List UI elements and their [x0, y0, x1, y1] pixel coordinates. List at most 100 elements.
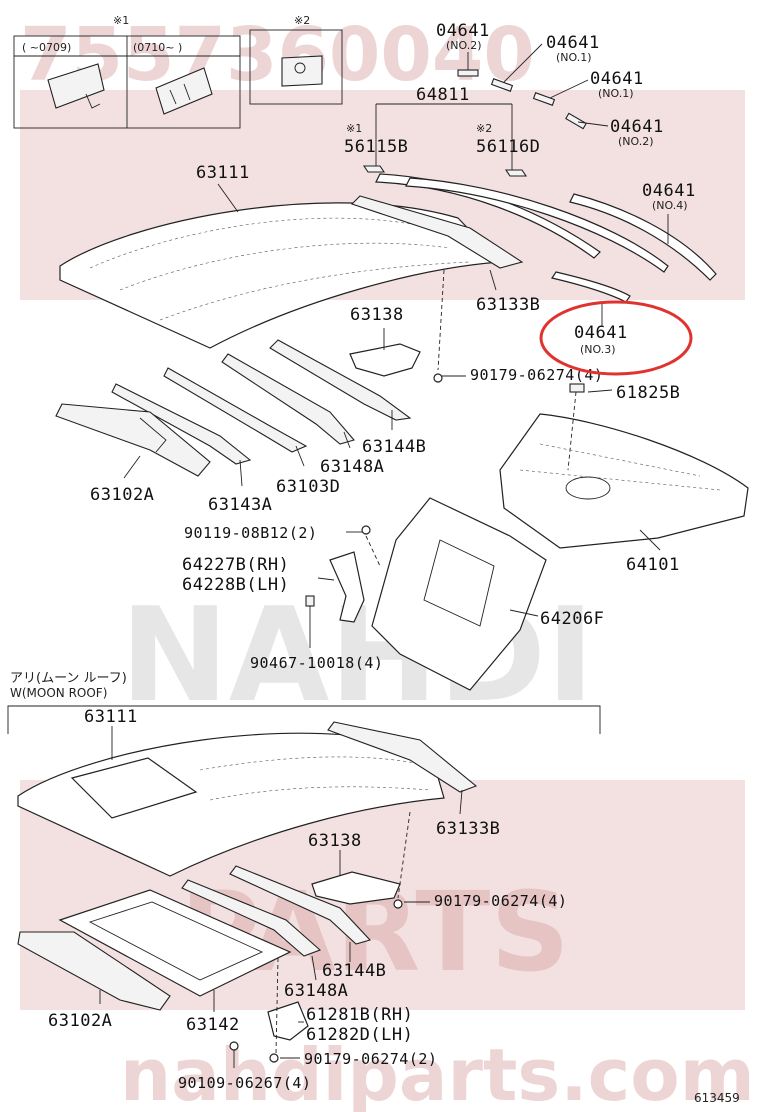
moon-rear-header	[327, 721, 478, 793]
highlight-circle	[539, 300, 693, 376]
leaders-upper	[123, 43, 669, 648]
callout-61282d: 61282D(LH)	[306, 1025, 413, 1045]
rear-header	[350, 195, 524, 269]
callout-64227b: 64227B(RH)	[182, 555, 289, 575]
callout-64228b: 64228B(LH)	[182, 575, 289, 595]
callout-63111-top: 63111	[196, 163, 250, 183]
bolt-90109-icon	[229, 1041, 239, 1051]
roof-bow-63103d	[163, 367, 308, 453]
callout-56116d-mark: ※2	[476, 122, 492, 135]
callout-56115b-mark: ※1	[346, 122, 362, 135]
callout-64101: 64101	[626, 555, 680, 575]
inset-note2-mark: ※2	[294, 14, 310, 27]
clip-no2-top-icon	[457, 69, 479, 77]
callout-63102a-bottom: 63102A	[48, 1011, 112, 1031]
roof-bow-63148a	[221, 353, 355, 445]
sunroof-frame	[58, 889, 292, 997]
nut-90179-icon	[269, 1053, 279, 1063]
clip-90467-icon	[305, 595, 315, 607]
callout-56115b: 56115B	[344, 137, 408, 157]
moon-roof-section: アリ(ムーン ルーフ) W(MOON ROOF)	[7, 671, 601, 1063]
moon-roof-bracket	[7, 705, 601, 734]
callout-63102a-top: 63102A	[90, 485, 154, 505]
inset-note2-box	[249, 29, 343, 105]
bracket-61281b	[267, 1001, 309, 1041]
front-header-63102a	[55, 403, 211, 477]
callout-64811: 64811	[416, 85, 470, 105]
figure-number: 613459	[694, 1091, 740, 1105]
callout-61281b: 61281B(RH)	[306, 1005, 413, 1025]
inset-note1: ※1 ( ~0709) (0710~ )	[13, 14, 241, 129]
callout-63144b-top: 63144B	[362, 437, 426, 457]
moon-front-header	[17, 931, 171, 1011]
leaders-lower	[99, 726, 463, 1068]
callout-90179-mid: 90179-06274(4)	[434, 892, 567, 910]
clip-no2-b-icon	[565, 112, 587, 130]
callout-04641-no2-top: 04641	[436, 21, 490, 41]
callout-63148a-top: 63148A	[320, 457, 384, 477]
roof-bow-63143a	[111, 383, 252, 465]
callout-56116d: 56116D	[476, 137, 540, 157]
bracket-64227b	[329, 551, 365, 623]
callout-63133b-bottom: 63133B	[436, 819, 500, 839]
clip-old-icon	[47, 63, 105, 109]
roof-assembly-upper	[55, 69, 749, 691]
inset-note2: ※2	[249, 14, 343, 105]
inset-col1-header: ( ~0709)	[22, 41, 71, 54]
callout-63143a: 63143A	[208, 495, 272, 515]
callout-63142: 63142	[186, 1015, 240, 1035]
clip-note2-icon	[281, 55, 323, 87]
callout-04641-no4-note: (NO.4)	[652, 199, 688, 212]
callout-04641-no2-b: 04641	[610, 117, 664, 137]
clip-56115b-icon	[362, 165, 386, 173]
clip-56116d-icon	[504, 169, 528, 177]
moon-roof-jp-label: アリ(ムーン ルーフ)	[10, 671, 127, 686]
callout-63133b-top: 63133B	[476, 295, 540, 315]
roof-molding-no4	[569, 193, 717, 281]
callout-04641-no2-top-note: (NO.2)	[446, 39, 482, 52]
callout-61825b: 61825B	[616, 383, 680, 403]
callout-64206f: 64206F	[540, 609, 604, 629]
callout-04641-no1-b-note: (NO.1)	[598, 87, 634, 100]
callout-63144b-bottom: 63144B	[322, 961, 386, 981]
package-tray	[499, 413, 749, 549]
roof-molding-rear	[405, 177, 669, 273]
callouts-lower: 63111 63133B 63138 90179-06274(4) 63144B…	[48, 707, 567, 1092]
moon-bow-63144b	[229, 865, 372, 945]
roof-bracket-63138	[349, 343, 421, 377]
callout-63138-bottom: 63138	[308, 831, 362, 851]
callout-04641-no4: 04641	[642, 181, 696, 201]
clip-90179-icon	[433, 373, 443, 383]
clip-no1-a-icon	[490, 78, 514, 92]
moon-bracket-63138	[311, 871, 401, 905]
roof-bow-63144b	[269, 339, 412, 421]
rear-panel-64206f	[371, 497, 547, 691]
callout-63111-bottom: 63111	[84, 707, 138, 727]
callout-90109: 90109-06267(4)	[178, 1074, 311, 1092]
callout-90179-top: 90179-06274(4)	[470, 366, 603, 384]
callout-04641-no1-b: 04641	[590, 69, 644, 89]
callout-04641-no3-note: (NO.3)	[580, 343, 616, 356]
moon-bow-63148a	[181, 879, 322, 957]
callout-04641-no2-b-note: (NO.2)	[618, 135, 654, 148]
sunroof-opening	[70, 757, 198, 819]
roof-panel	[59, 202, 502, 349]
callout-63148a-bottom: 63148A	[284, 981, 348, 1001]
callouts-upper: 04641 (NO.2) 04641 (NO.1) 04641 (NO.1) 0…	[90, 21, 696, 672]
callout-90119: 90119-08B12(2)	[184, 524, 317, 542]
callout-90467: 90467-10018(4)	[250, 654, 383, 672]
moon-clip-90179-icon	[393, 899, 403, 909]
moon-roof-en-label: W(MOON ROOF)	[10, 686, 107, 700]
inset-col2-header: (0710~ )	[133, 41, 182, 54]
bolt-90119-icon	[361, 525, 371, 535]
clip-no1-b-icon	[532, 92, 556, 106]
clip-61825b-icon	[569, 383, 585, 393]
watermark-site: nahdiparts.com	[120, 1033, 755, 1112]
callout-63138-top: 63138	[350, 305, 404, 325]
inset-note1-mark: ※1	[113, 14, 129, 27]
watermark-part-number: 7557360040	[20, 12, 535, 98]
clip-new-icon	[155, 67, 213, 115]
callout-63103d: 63103D	[276, 477, 340, 497]
callout-04641-no1-a: 04641	[546, 33, 600, 53]
